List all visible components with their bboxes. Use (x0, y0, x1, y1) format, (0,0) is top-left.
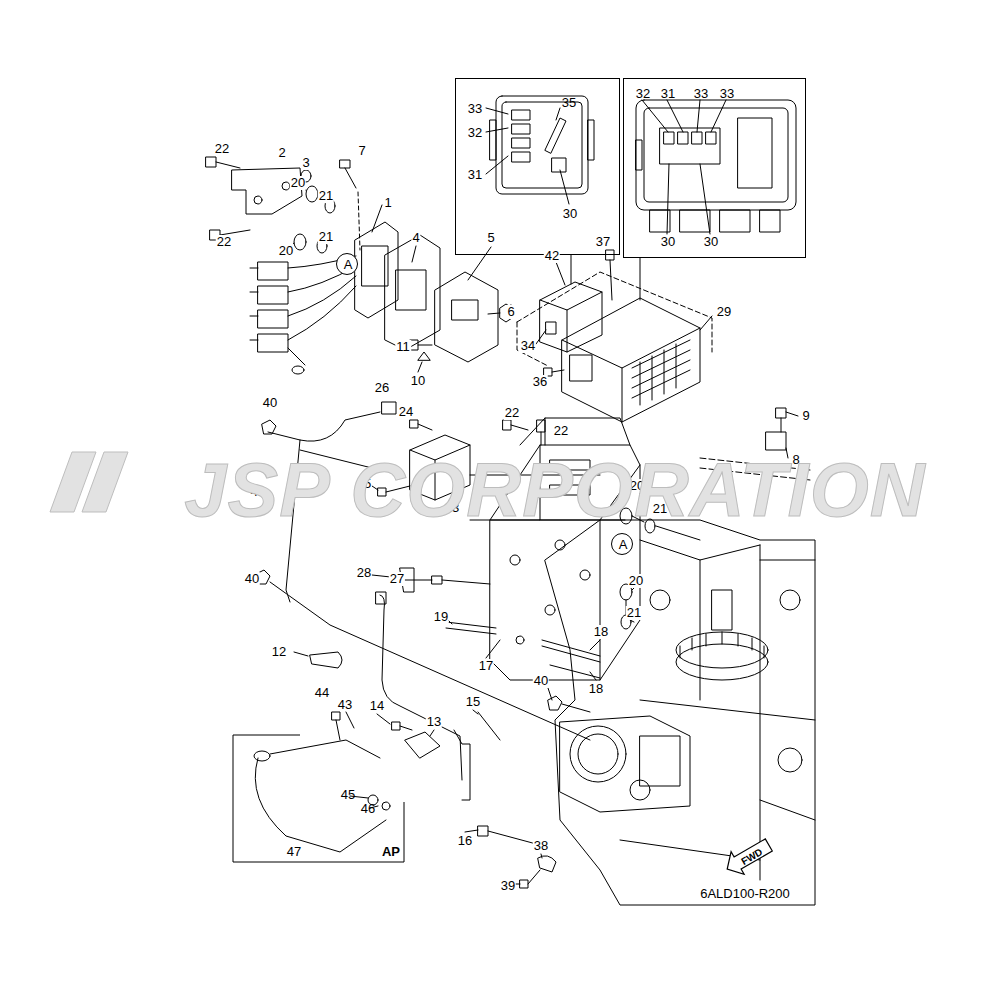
watermark-logo (50, 452, 128, 512)
detail-inset: 32 31 33 33 30 30 (623, 78, 806, 258)
watermark: JSP CORPORATION (184, 450, 925, 530)
callout-number: 31 (661, 87, 675, 101)
callout-number: 30 (704, 235, 718, 249)
callout-number: 36 (532, 375, 548, 389)
callout-number: 46 (361, 802, 375, 816)
callout-number: 28 (356, 566, 372, 580)
callout-number: 21 (318, 189, 334, 203)
callout-number: 21 (318, 230, 334, 244)
callout-number: 18 (593, 625, 609, 639)
callout-number: 32 (468, 126, 482, 140)
callout-number: 17 (478, 659, 494, 673)
callout-number: 37 (595, 235, 611, 249)
callout-number: 29 (716, 305, 732, 319)
callout-number: 22 (214, 142, 230, 156)
callout-number: 20 (628, 574, 644, 588)
callout-number: 47 (287, 845, 301, 859)
callout-number: 2 (277, 146, 286, 160)
callout-number: 4 (411, 231, 420, 245)
group-outline (233, 686, 405, 866)
callout-number: 22 (553, 424, 569, 438)
callout-number: 1 (383, 196, 392, 210)
callout-number: 16 (457, 834, 473, 848)
callout-number: 7 (357, 144, 366, 158)
drawing-code: 6ALD100-R200 (699, 887, 791, 901)
callout-number: 33 (468, 102, 482, 116)
callout-number: 43 (338, 698, 352, 712)
reference-circle: A (336, 253, 358, 275)
callout-number: 30 (661, 235, 675, 249)
callout-number: 20 (278, 244, 294, 258)
callout-number: 18 (588, 682, 604, 696)
group-outline-path (233, 735, 404, 862)
callout-number: 9 (801, 409, 810, 423)
callout-number: A (344, 258, 353, 272)
detail-inset: 33 35 32 31 30 (455, 78, 620, 255)
callout-number: 20 (290, 176, 306, 190)
callout-number: 12 (271, 645, 287, 659)
callout-number: 10 (410, 374, 426, 388)
callout-number: 34 (520, 339, 536, 353)
callout-number: 26 (374, 381, 390, 395)
callout-number: 11 (395, 340, 411, 354)
callout-number: 6 (506, 305, 515, 319)
callout-number: 35 (562, 96, 576, 110)
callout-number: 33 (694, 87, 708, 101)
callout-number: 40 (533, 674, 549, 688)
callout-number: 45 (341, 788, 355, 802)
callout-number: 42 (544, 249, 560, 263)
callout-number: 3 (301, 156, 310, 170)
callout-number: 19 (433, 610, 449, 624)
callout-number: 15 (465, 695, 481, 709)
callout-number: 22 (504, 406, 520, 420)
callout-number: 38 (533, 839, 549, 853)
reference-circle: A (611, 533, 633, 555)
option-group-box: 44 43 45 46 47 AP (233, 686, 405, 866)
callout-number: 40 (262, 396, 278, 410)
callout-number: 21 (626, 606, 642, 620)
callout-number: 22 (216, 235, 232, 249)
callout-number: 24 (398, 405, 414, 419)
callout-number: 32 (636, 87, 650, 101)
callout-number: AP (382, 845, 400, 859)
callout-number: 33 (720, 87, 734, 101)
callout-number: 30 (563, 207, 577, 221)
callout-number: 31 (468, 168, 482, 182)
callout-number: 39 (500, 879, 516, 893)
callout-number: A (619, 538, 628, 552)
callout-number: 44 (315, 686, 329, 700)
callout-number: 40 (244, 572, 260, 586)
callout-number: 5 (486, 231, 495, 245)
arrow-shape (721, 834, 776, 881)
forward-arrow: FWD (722, 836, 774, 878)
callout-number: 14 (369, 699, 385, 713)
callout-number: 13 (426, 715, 442, 729)
callout-number: 27 (389, 572, 405, 586)
